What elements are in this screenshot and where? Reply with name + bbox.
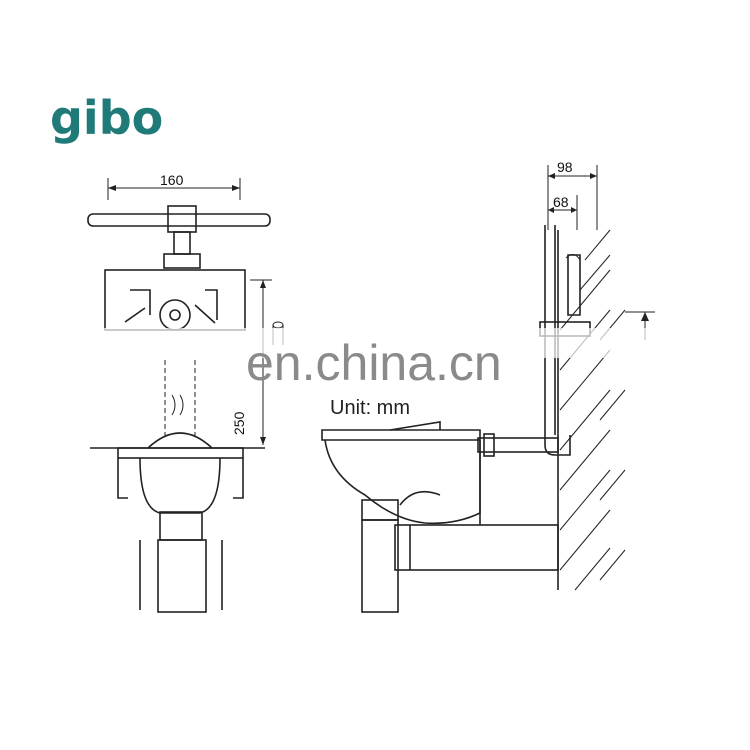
svg-text:gibo: gibo bbox=[50, 91, 163, 145]
svg-text:250: 250 bbox=[231, 411, 247, 435]
blur-band bbox=[95, 328, 675, 358]
watermark: en.china.cn bbox=[246, 335, 502, 391]
gibo-logo: gibo bbox=[50, 91, 163, 145]
dimension-98: 98 bbox=[547, 159, 598, 230]
toilet-side bbox=[321, 421, 559, 613]
dimension-160: 160 bbox=[107, 172, 241, 200]
svg-text:160: 160 bbox=[160, 172, 184, 188]
toilet-front bbox=[90, 432, 265, 613]
svg-text:68: 68 bbox=[553, 194, 569, 210]
unit-label: Unit: mm bbox=[330, 397, 410, 419]
supply-pipe bbox=[87, 205, 271, 269]
svg-text:98: 98 bbox=[557, 159, 573, 175]
flush-valve-box bbox=[104, 269, 246, 331]
flush-pipe bbox=[164, 360, 196, 440]
connector-pipe bbox=[477, 433, 571, 457]
dimension-68: 68 bbox=[548, 194, 578, 230]
front-view: 160 250 bbox=[87, 172, 284, 613]
